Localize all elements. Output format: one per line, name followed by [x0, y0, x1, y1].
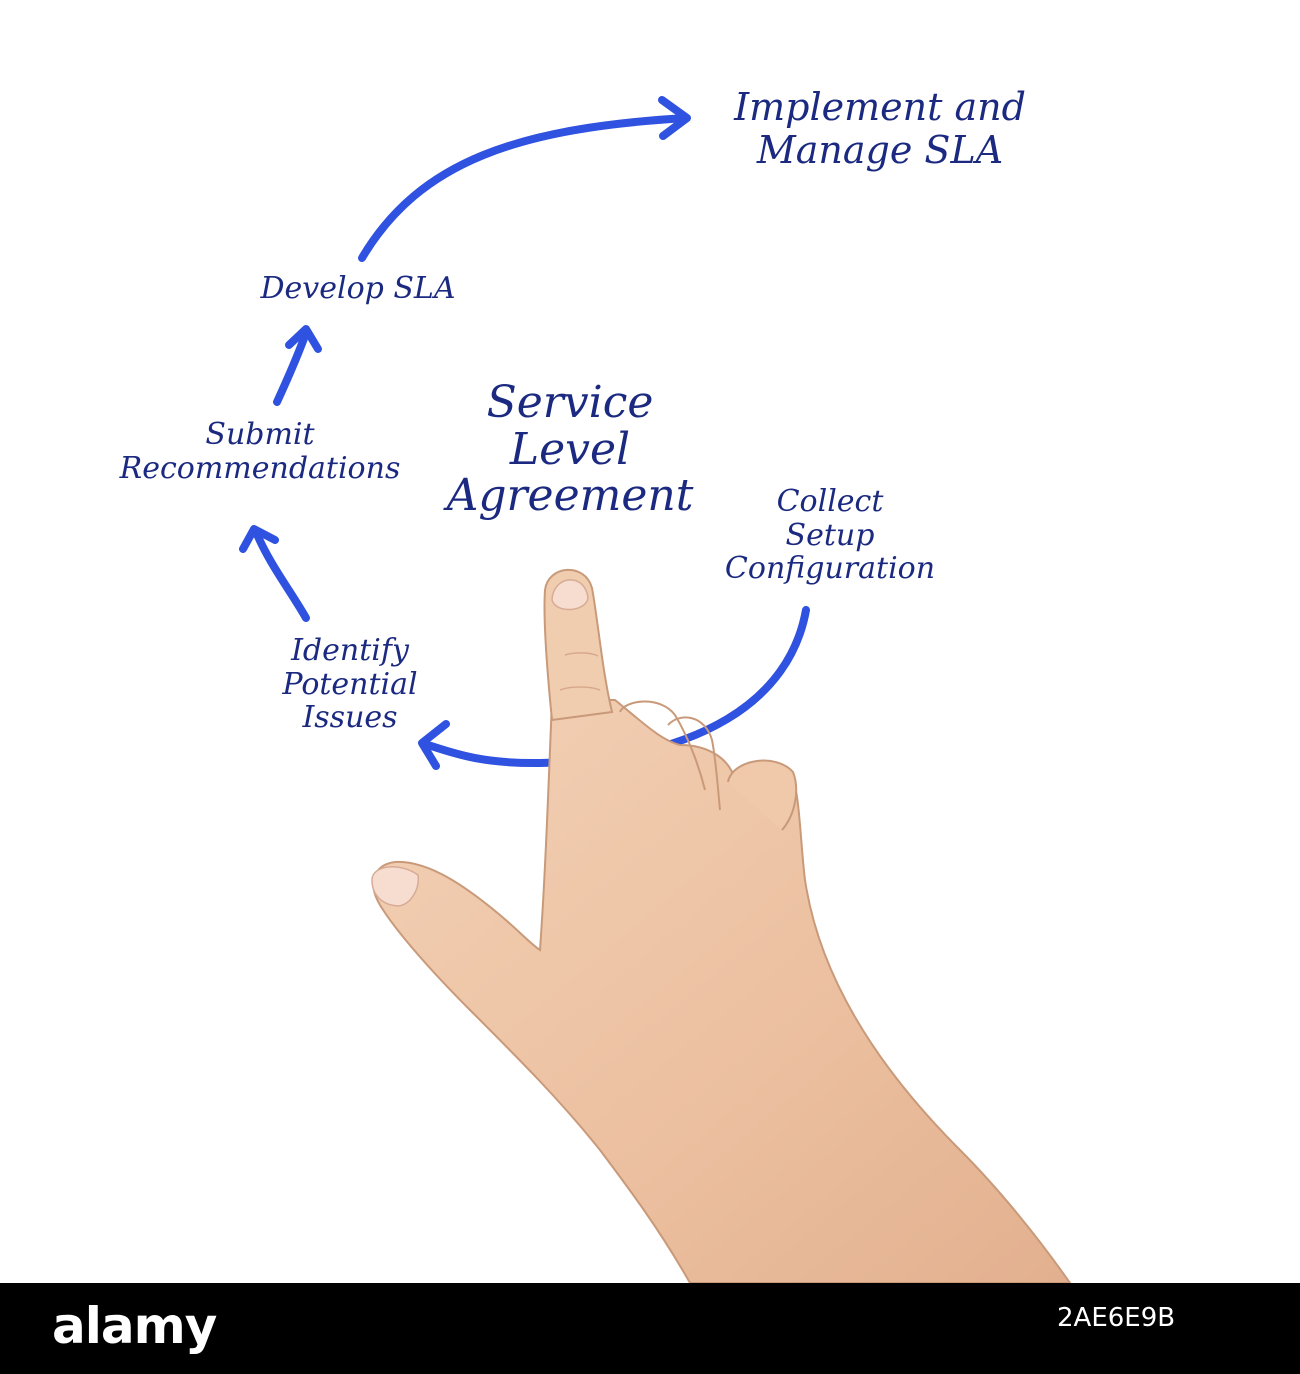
step-collect: Collect Setup Configuration — [680, 485, 980, 586]
pointing-hand-icon — [372, 570, 1070, 1283]
step-line: Implement and — [680, 86, 1080, 129]
image-code: 2AE6E9B — [1057, 1305, 1175, 1331]
step-line: Manage SLA — [680, 129, 1080, 172]
step-line: Issues — [240, 701, 460, 735]
step-identify: Identify Potential Issues — [240, 634, 460, 735]
diagram-canvas: Service Level Agreement Implement and Ma… — [0, 0, 1300, 1283]
step-line: Identify — [240, 634, 460, 668]
step-implement: Implement and Manage SLA — [680, 86, 1080, 171]
watermark-logo: alamy — [52, 1297, 216, 1355]
arrow-submit-to-develop — [277, 329, 318, 402]
step-line: Setup — [680, 519, 980, 553]
title-line: Level — [400, 427, 740, 474]
stock-footer-bar: alamy 2AE6E9B — [0, 1283, 1300, 1374]
step-line: Recommendations — [70, 452, 450, 486]
step-submit: Submit Recommendations — [70, 418, 450, 485]
arrows-layer — [0, 0, 1300, 1283]
step-develop: Develop SLA — [238, 272, 478, 306]
step-line: Develop SLA — [238, 272, 478, 306]
step-line: Potential — [240, 668, 460, 702]
image-code-value: 2AE6E9B — [1057, 1305, 1175, 1331]
step-line: Collect — [680, 485, 980, 519]
step-line: Submit — [70, 418, 450, 452]
arrow-identify-to-submit — [243, 529, 306, 618]
arrow-develop-to-implement — [362, 100, 687, 258]
title-line: Service — [400, 380, 740, 427]
step-line: Configuration — [680, 552, 980, 586]
